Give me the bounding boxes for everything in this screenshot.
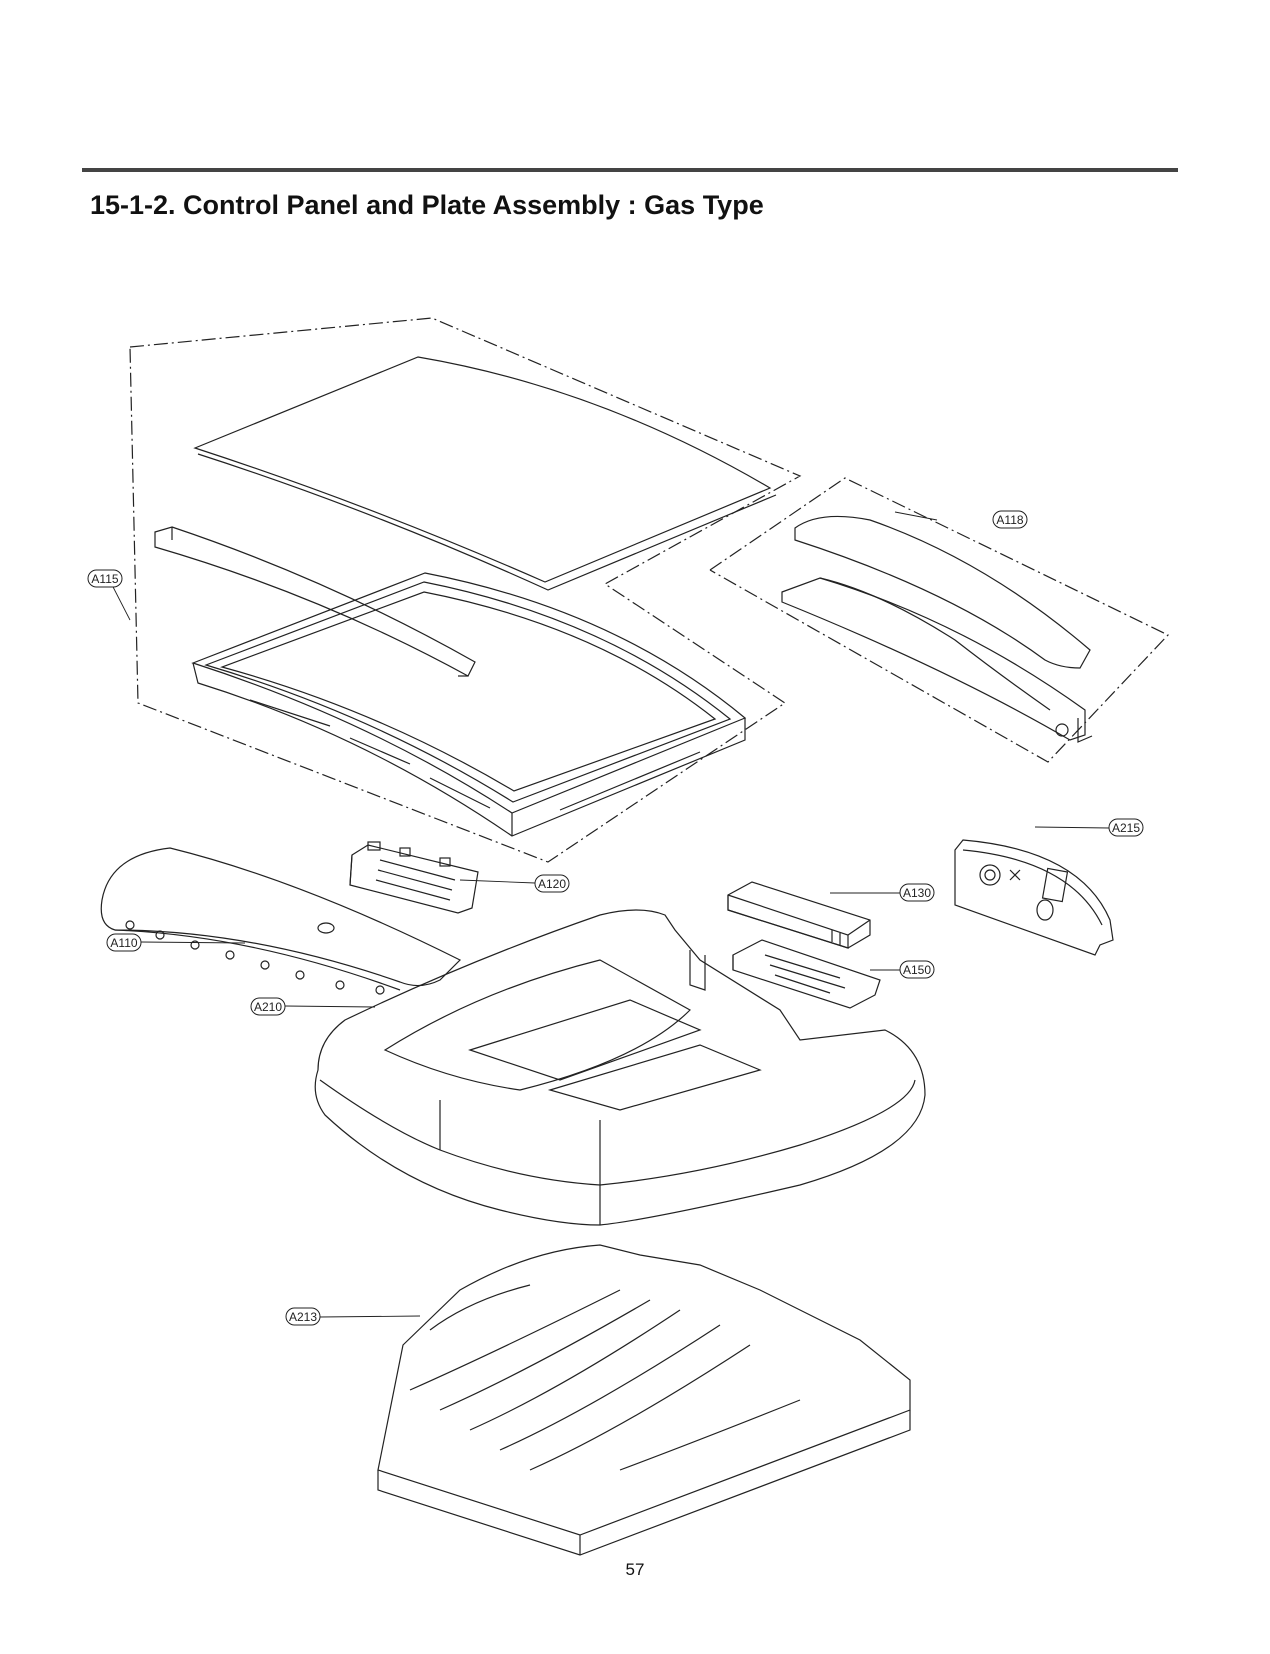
trim-bar (154, 526, 476, 677)
header-rule (82, 168, 1178, 172)
a110-control-panel (100, 847, 462, 995)
page-number: 57 (625, 1560, 645, 1579)
callout-a213: A213 (285, 1307, 321, 1326)
a118-cover (794, 515, 1091, 669)
a130-module (727, 881, 871, 949)
callout-a120-label: A120 (538, 877, 566, 891)
a115-assembly-boundary (129, 317, 1169, 863)
panel-frame (191, 572, 747, 837)
top-glass-panel (193, 356, 777, 591)
callout-a130-label: A130 (903, 886, 931, 900)
a215-side-bracket (954, 839, 1114, 956)
callout-a110: A110 (106, 933, 142, 952)
callout-a118-label: A118 (996, 513, 1023, 527)
page-title: 15-1-2. Control Panel and Plate Assembly… (90, 190, 764, 220)
callout-a210-label: A210 (254, 1000, 282, 1014)
a150-bracket (732, 939, 881, 1009)
callout-a215-label: A215 (1112, 821, 1140, 835)
callout-a150-label: A150 (903, 963, 931, 977)
callout-a213-label: A213 (289, 1310, 317, 1324)
callout-a130: A130 (899, 883, 935, 902)
callout-a115: A115 (87, 569, 123, 588)
a118-panel-base (781, 577, 1093, 743)
callout-a115-label: A115 (91, 572, 118, 586)
callout-a120: A120 (534, 874, 570, 893)
a120-pcb (349, 841, 479, 914)
a210-main-plate (314, 909, 926, 1226)
callout-a210: A210 (250, 997, 286, 1016)
callout-labels: A115 A118 A120 A130 A110 A210 A215 A150 (87, 510, 1144, 1326)
a213-base-plate (377, 1244, 911, 1556)
callout-a215: A215 (1108, 818, 1144, 837)
callout-a118: A118 (992, 510, 1028, 529)
callout-a150: A150 (899, 960, 935, 979)
callout-a110-label: A110 (110, 936, 137, 950)
